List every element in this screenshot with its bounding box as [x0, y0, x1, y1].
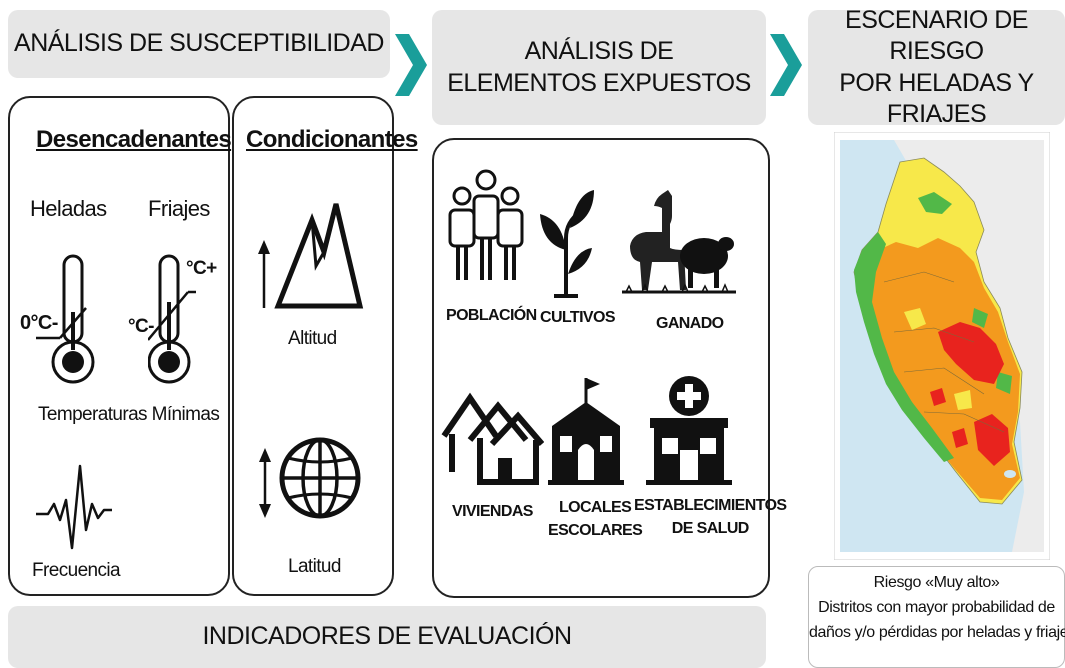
- livestock-icon: [622, 190, 736, 294]
- globe-latitude-icon: [259, 437, 361, 519]
- header-indicadores: INDICADORES DE EVALUACIÓN: [8, 606, 766, 668]
- friajes-label: Friajes: [148, 196, 210, 221]
- houses-icon: [441, 392, 544, 485]
- heladas-label: Heladas: [30, 196, 107, 221]
- cultivos-label: CULTIVOS: [540, 309, 616, 326]
- poblacion-label: POBLACIÓN: [446, 307, 537, 324]
- salud-line1: ESTABLECIMIENTOS: [634, 497, 787, 514]
- header-escenario-line2: POR HELADAS Y FRIAJES: [839, 68, 1034, 128]
- viviendas-label: VIVIENDAS: [452, 503, 533, 520]
- locales-line1: LOCALES: [558, 499, 632, 516]
- ganado-label: GANADO: [656, 315, 724, 332]
- health-center-icon: [646, 376, 732, 485]
- salud-line2: DE SALUD: [671, 520, 750, 538]
- peru-risk-map: [834, 132, 1050, 560]
- condicionantes-title: Condicionantes: [246, 126, 418, 153]
- friajes-temp-bottom-label: °C-: [128, 316, 154, 337]
- altitud-label: Altitud: [288, 328, 337, 349]
- header-indicadores-text: INDICADORES DE EVALUACIÓN: [202, 622, 572, 651]
- desencadenantes-panel: [8, 96, 230, 596]
- establecimientos-salud-label: ESTABLECIMIENTOS DE SALUD: [634, 494, 787, 540]
- plant-sprout-icon: [540, 190, 594, 298]
- desencadenantes-title: Desencadenantes: [36, 126, 232, 153]
- frequency-wave-icon: [36, 464, 112, 550]
- mountain-altitude-icon: [258, 203, 364, 309]
- header-escenario-riesgo: ESCENARIO DE RIESGO POR HELADAS Y FRIAJE…: [808, 6, 1065, 128]
- map-caption: Riesgo «Muy alto» Distritos con mayor pr…: [808, 566, 1065, 668]
- friajes-temp-top-label: °C+: [186, 258, 217, 279]
- header-expuestos-line1: ANÁLISIS DE: [524, 37, 674, 66]
- chevron-right-icon: [770, 34, 802, 96]
- latitud-label: Latitud: [288, 556, 341, 577]
- chevron-right-icon: [395, 34, 427, 96]
- header-elementos-expuestos: ANÁLISIS DE ELEMENTOS EXPUESTOS: [432, 10, 766, 125]
- frecuencia-label: Frecuencia: [32, 560, 121, 581]
- header-susceptibilidad-text: ANÁLISIS DE SUSCEPTIBILIDAD: [14, 29, 384, 58]
- school-icon: [548, 378, 624, 485]
- map-caption-line3: daños y/o pérdidas por heladas y friajes: [809, 623, 1065, 641]
- map-caption-line2: Distritos con mayor probabilidad de: [818, 598, 1055, 616]
- population-icon: [448, 169, 524, 280]
- header-susceptibilidad: ANÁLISIS DE SUSCEPTIBILIDAD: [8, 10, 390, 78]
- temperaturas-minimas-label: Temperaturas Mínimas: [38, 404, 220, 425]
- elementos-expuestos-panel: [432, 138, 770, 598]
- heladas-temp-label: 0°C-: [20, 312, 58, 334]
- header-expuestos-line2: ELEMENTOS EXPUESTOS: [447, 68, 751, 97]
- locales-escolares-label: LOCALES ESCOLARES: [548, 496, 643, 542]
- thermometer-variation-icon: [148, 254, 196, 384]
- thermometer-cold-icon: [36, 254, 95, 384]
- map-caption-line1: Riesgo «Muy alto»: [873, 574, 1000, 591]
- locales-line2: ESCOLARES: [548, 522, 643, 540]
- header-escenario-line1: ESCENARIO DE RIESGO: [845, 6, 1028, 66]
